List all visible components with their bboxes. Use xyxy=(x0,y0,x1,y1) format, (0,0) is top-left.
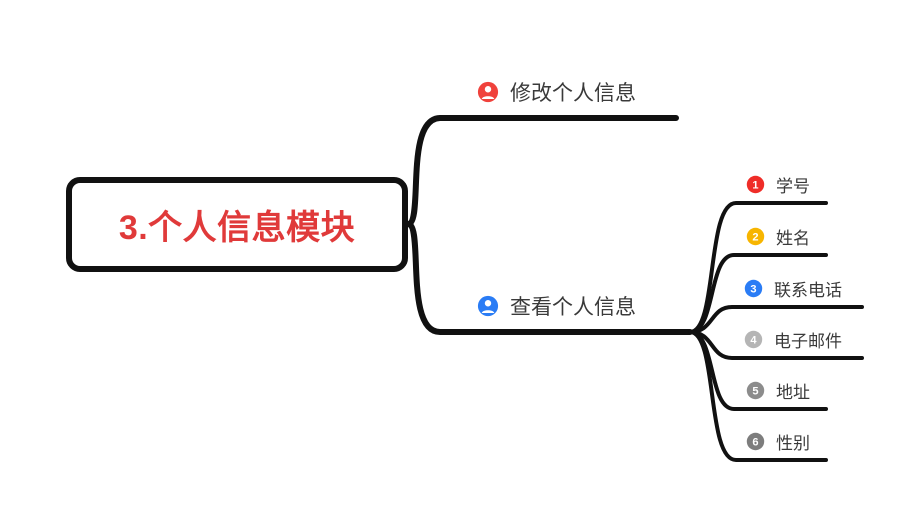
leaf-label: 联系电话 xyxy=(774,281,842,300)
leaf-item-address[interactable]: 5 地址 xyxy=(746,378,810,403)
badge-number: 2 xyxy=(752,231,758,243)
badge-number: 3 xyxy=(750,283,756,295)
branch-modify-personal-info[interactable]: 修改个人信息 xyxy=(477,77,636,107)
connector-leaf-6 xyxy=(688,330,828,462)
number-badge-1-icon: 1 xyxy=(746,175,765,194)
root-node[interactable]: 3.个人信息模块 xyxy=(66,177,408,272)
leaf-item-email[interactable]: 4 电子邮件 xyxy=(744,327,842,352)
connector-leaf-1 xyxy=(688,201,828,334)
leaf-item-student-id[interactable]: 1 学号 xyxy=(746,172,810,197)
number-badge-4-icon: 4 xyxy=(744,330,763,349)
leaf-item-name[interactable]: 2 姓名 xyxy=(746,224,810,249)
leaf-label: 电子邮件 xyxy=(774,332,842,351)
number-badge-3-icon: 3 xyxy=(744,279,763,298)
person-circle-icon xyxy=(477,81,499,103)
root-node-label: 3.个人信息模块 xyxy=(118,209,356,247)
connector-branch-2 xyxy=(405,221,693,335)
number-badge-5-icon: 5 xyxy=(746,381,765,400)
number-badge-2-icon: 2 xyxy=(746,227,765,246)
person-circle-icon xyxy=(477,295,499,317)
leaf-label: 学号 xyxy=(776,177,810,196)
leaf-label: 性别 xyxy=(776,434,810,453)
number-badge-6-icon: 6 xyxy=(746,432,765,451)
badge-number: 6 xyxy=(752,436,758,448)
leaf-label: 姓名 xyxy=(776,229,810,248)
branch-view-personal-info[interactable]: 查看个人信息 xyxy=(477,291,636,321)
leaf-item-phone[interactable]: 3 联系电话 xyxy=(744,276,842,301)
branch-label: 查看个人信息 xyxy=(510,296,636,319)
leaf-label: 地址 xyxy=(776,383,810,402)
branch-label: 修改个人信息 xyxy=(510,82,636,105)
connector-branch-1 xyxy=(405,115,679,227)
badge-number: 5 xyxy=(752,385,758,397)
connector-leaf-2 xyxy=(688,253,828,334)
badge-number: 4 xyxy=(750,334,757,346)
badge-number: 1 xyxy=(752,179,758,191)
leaf-item-gender[interactable]: 6 性别 xyxy=(746,429,810,454)
